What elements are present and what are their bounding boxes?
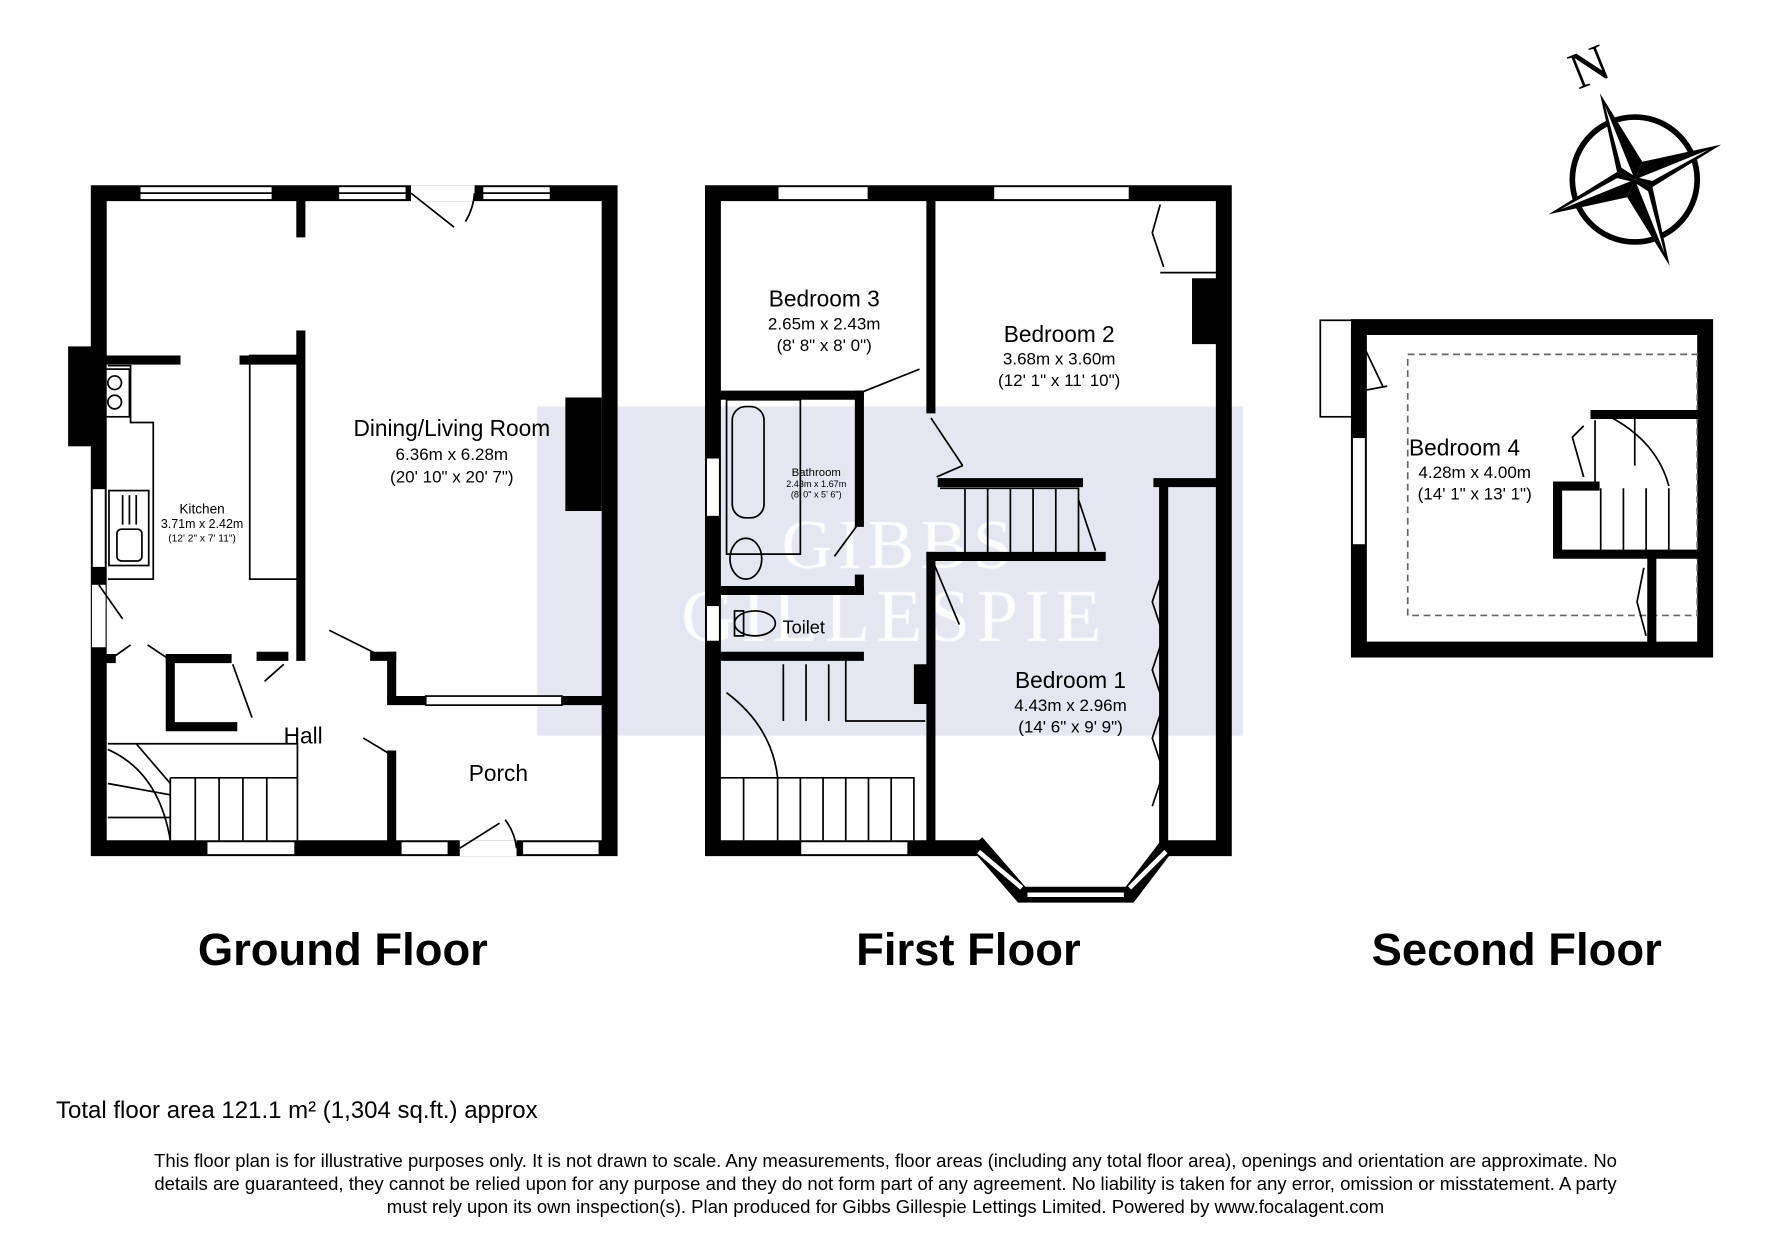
bay-window — [970, 837, 1176, 903]
compass-icon: N — [1548, 33, 1722, 266]
svg-text:(8' 8" x 8' 0"): (8' 8" x 8' 0") — [777, 336, 872, 355]
svg-text:4.43m x 2.96m: 4.43m x 2.96m — [1014, 696, 1127, 715]
sink-icon — [108, 489, 150, 567]
svg-text:(12' 2" x 7' 11"): (12' 2" x 7' 11") — [168, 534, 236, 545]
svg-text:Kitchen: Kitchen — [179, 501, 224, 516]
first-floor-title: First Floor — [856, 924, 1081, 975]
disclaimer-line-3: must rely upon its own inspection(s). Pl… — [386, 1196, 1385, 1217]
disclaimer-line-2: details are guaranteed, they cannot be r… — [154, 1173, 1617, 1194]
svg-text:2.43m x 1.67m: 2.43m x 1.67m — [786, 479, 846, 489]
svg-text:3.68m x 3.60m: 3.68m x 3.60m — [1003, 350, 1116, 369]
svg-text:6.36m x 6.28m: 6.36m x 6.28m — [396, 445, 509, 464]
svg-text:3.71m x 2.42m: 3.71m x 2.42m — [161, 517, 243, 531]
room-porch: Porch — [469, 760, 528, 786]
svg-text:(14' 1" x 13' 1"): (14' 1" x 13' 1") — [1418, 485, 1532, 504]
svg-text:Bedroom 4: Bedroom 4 — [1409, 434, 1520, 460]
room-bedroom-4: Bedroom 4 4.28m x 4.00m (14' 1" x 13' 1"… — [1409, 434, 1532, 503]
room-hall: Hall — [284, 723, 323, 749]
room-bathroom: Bathroom 2.43m x 1.67m (8' 0" x 5' 6") — [786, 467, 846, 500]
svg-text:Bathroom: Bathroom — [792, 467, 841, 479]
disclaimer-line-1: This floor plan is for illustrative purp… — [154, 1150, 1617, 1171]
svg-text:(20' 10" x 20' 7"): (20' 10" x 20' 7") — [390, 468, 514, 487]
svg-text:(12' 1" x 11' 10"): (12' 1" x 11' 10") — [998, 371, 1120, 390]
room-bedroom-3: Bedroom 3 2.65m x 2.43m (8' 8" x 8' 0") — [768, 286, 881, 355]
room-kitchen: Kitchen 3.71m x 2.42m (12' 2" x 7' 11") — [161, 501, 243, 544]
svg-text:(14' 6" x 9' 9"): (14' 6" x 9' 9") — [1018, 717, 1123, 736]
svg-text:Bedroom 3: Bedroom 3 — [769, 286, 880, 312]
total-floor-area: Total floor area 121.1 m² (1,304 sq.ft.)… — [56, 1097, 538, 1124]
room-dining-living: Dining/Living Room 6.36m x 6.28m (20' 10… — [353, 415, 550, 487]
room-bedroom-2: Bedroom 2 3.68m x 3.60m (12' 1" x 11' 10… — [998, 321, 1120, 390]
svg-text:Bedroom 1: Bedroom 1 — [1015, 667, 1126, 693]
ground-floor-title: Ground Floor — [198, 924, 488, 975]
svg-text:2.65m x 2.43m: 2.65m x 2.43m — [768, 314, 881, 333]
staircase — [107, 742, 299, 841]
svg-text:4.28m x 4.00m: 4.28m x 4.00m — [1418, 463, 1531, 482]
svg-text:Dining/Living Room: Dining/Living Room — [353, 415, 550, 441]
svg-text:(8' 0" x 5' 6"): (8' 0" x 5' 6") — [791, 489, 842, 499]
room-bedroom-1: Bedroom 1 4.43m x 2.96m (14' 6" x 9' 9") — [1014, 667, 1127, 736]
second-floor-title: Second Floor — [1372, 924, 1662, 975]
svg-text:Bedroom 2: Bedroom 2 — [1004, 321, 1115, 347]
ground-floor-plan — [68, 185, 618, 857]
svg-text:N: N — [1561, 33, 1618, 101]
room-toilet: Toilet — [783, 618, 825, 638]
